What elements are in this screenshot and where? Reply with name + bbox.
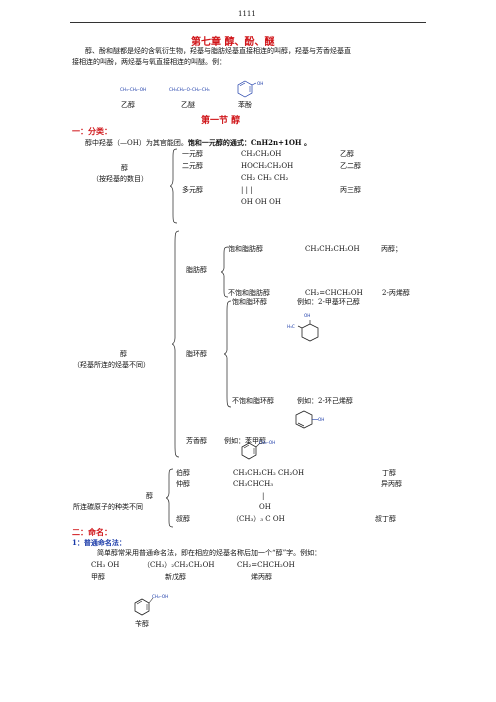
count-formula-1: CH₃CH₂OH [241,150,282,158]
saturated-aliphatic: 饱和脂肪醇 [228,245,263,253]
saturated-aliphatic-formula: CH₃CH₂CH₂OH [305,245,360,253]
alicyclic-brace [223,300,232,408]
intro-line-1: 醇、酚和醚都是烃的含氧衍生物，羟基与脂肪烃基直接相连的叫醇，羟基与芳香烃基直 [85,47,351,55]
unsaturated-aliphatic: 不饱和脂肪醇 [228,289,270,297]
benzyl-group-2: CH₂–OH [152,594,169,599]
saturated-aliphatic-name: 丙醇； [381,245,402,253]
definition: 醇中羟基（—OH）为其官能团。饱和一元醇的通式：CnH2n+1OH 。 [85,138,311,148]
name-neopentanol: 新戊醇 [165,573,186,581]
carbon-label-sub: 所连碳原子的种类不同 [73,503,143,511]
phenol-oh: OH [257,81,264,86]
carbon-name-2: 异丙醇 [381,480,402,488]
count-type-1: 一元醇 [182,150,203,158]
group-brace [171,230,180,458]
carbon-formula-3: | [262,492,265,500]
group-label: 醇 [120,350,127,358]
part2-subtitle: 1：普通命名法： [72,538,126,547]
aliphatic-label: 脂肪醇 [186,266,207,274]
unsaturated-aliphatic-name: 2-丙烯醇 [382,289,410,297]
carbon-name-5: 叔丁醇 [375,515,396,523]
carbon-formula-4: OH [259,503,271,511]
name-allyl-alcohol: 烯丙醇 [251,573,272,581]
formula-allyl-alcohol: CH₂=CHCH₂OH [237,561,295,569]
carbon-name-1: 丁醇 [382,469,396,477]
carbon-brace [165,468,174,528]
alicyclic-label: 脂环醇 [186,350,207,358]
example-label-ethanol: 乙醇 [121,101,135,109]
chapter-title: 第七章 醇、酚、醚 [191,37,275,48]
saturated-alicyclic: 饱和脂环醇 [232,298,267,306]
name-benzyl-alcohol: 苄醇 [135,620,149,628]
carbon-formula-1: CH₃CH₂CH₂ CH₂OH [233,469,305,477]
example-label-ether: 乙醚 [181,101,195,109]
count-name-2: 乙二醇 [340,162,361,170]
formula-neopentanol: （CH₃）₂CH₂CH₂OH [143,561,215,569]
name-methanol: 甲醇 [91,573,105,581]
unsaturated-aliphatic-formula: CH₂=CHCH₂OH [305,289,363,297]
methylcyclohexanol-structure [297,320,319,342]
cyclohexenol-oh: OH [318,417,325,422]
unsaturated-alicyclic-example: 例如：2-环己烯醇 [297,397,353,405]
count-formula-4: | | | [241,186,253,194]
methylcyclohexanol-h3c: H₃C [287,324,295,329]
count-name-4: 丙三醇 [340,186,361,194]
aliphatic-brace [220,246,229,298]
count-type-2: 二元醇 [182,162,203,170]
unsaturated-alicyclic: 不饱和脂环醇 [232,397,274,405]
count-name-1: 乙醇 [340,150,354,158]
section-title: 第一节 醇 [201,116,241,126]
carbon-formula-5: （CH₃）₃ C OH [232,515,285,523]
part2-description: 简单醇常采用普通命名法，即在相应的烃基名称后加一个“醇”字。例如： [97,549,322,557]
phenol-structure [237,80,257,98]
count-formula-2: HOCH₂CH₂OH [241,162,294,170]
carbon-formula-2: CH₃CHCH₃ [233,480,273,488]
cyclohexenol-structure [295,410,318,429]
count-label: 醇 [121,164,128,172]
ether-structure: CH₃CH₂–O–CH₂–CH₃ [169,87,210,92]
formula-methanol: CH₃ OH [91,561,120,569]
page-number: 1111 [238,10,256,18]
part1-title: 一：分类： [72,126,112,136]
carbon-type-2: 仲醇 [176,480,190,488]
part2-title: 二：命名： [72,527,112,537]
carbon-type-1: 伯醇 [176,469,190,477]
benzyl-alcohol-structure [241,442,261,460]
count-type-4: 多元醇 [182,186,203,194]
saturated-alicyclic-example: 例如：2-甲基环己醇 [297,298,360,306]
aromatic-label: 芳香醇 [186,437,207,445]
intro-line-2: 接相连的叫酚，两烃基与氧直接相连的叫醚。例： [72,58,226,66]
carbon-label: 醇 [146,492,153,500]
count-formula-5: OH OH OH [241,198,281,206]
header-rule [70,22,426,23]
benzyl-alcohol-group: CH₂–OH [259,440,276,445]
count-brace [169,148,178,224]
general-formula: 饱和一元醇的通式：CnH2n+1OH 。 [187,138,311,147]
carbon-type-5: 叔醇 [176,515,190,523]
aromatic-example: 例如：苯甲醇 [224,437,266,445]
methylcyclohexanol-oh: OH [304,313,311,318]
count-label-sub: （按羟基的数目） [92,175,148,183]
ethanol-structure: CH₃–CH₂–OH [120,87,147,92]
count-formula-3: CH₂ CH₂ CH₂ [241,174,289,182]
group-label-sub: （羟基所连的烃基不同） [73,361,150,369]
definition-text: 醇中羟基（—OH）为其官能团。 [85,139,188,147]
benzyl-alcohol-structure-2 [134,597,154,616]
example-label-phenol: 苯酚 [238,101,252,109]
